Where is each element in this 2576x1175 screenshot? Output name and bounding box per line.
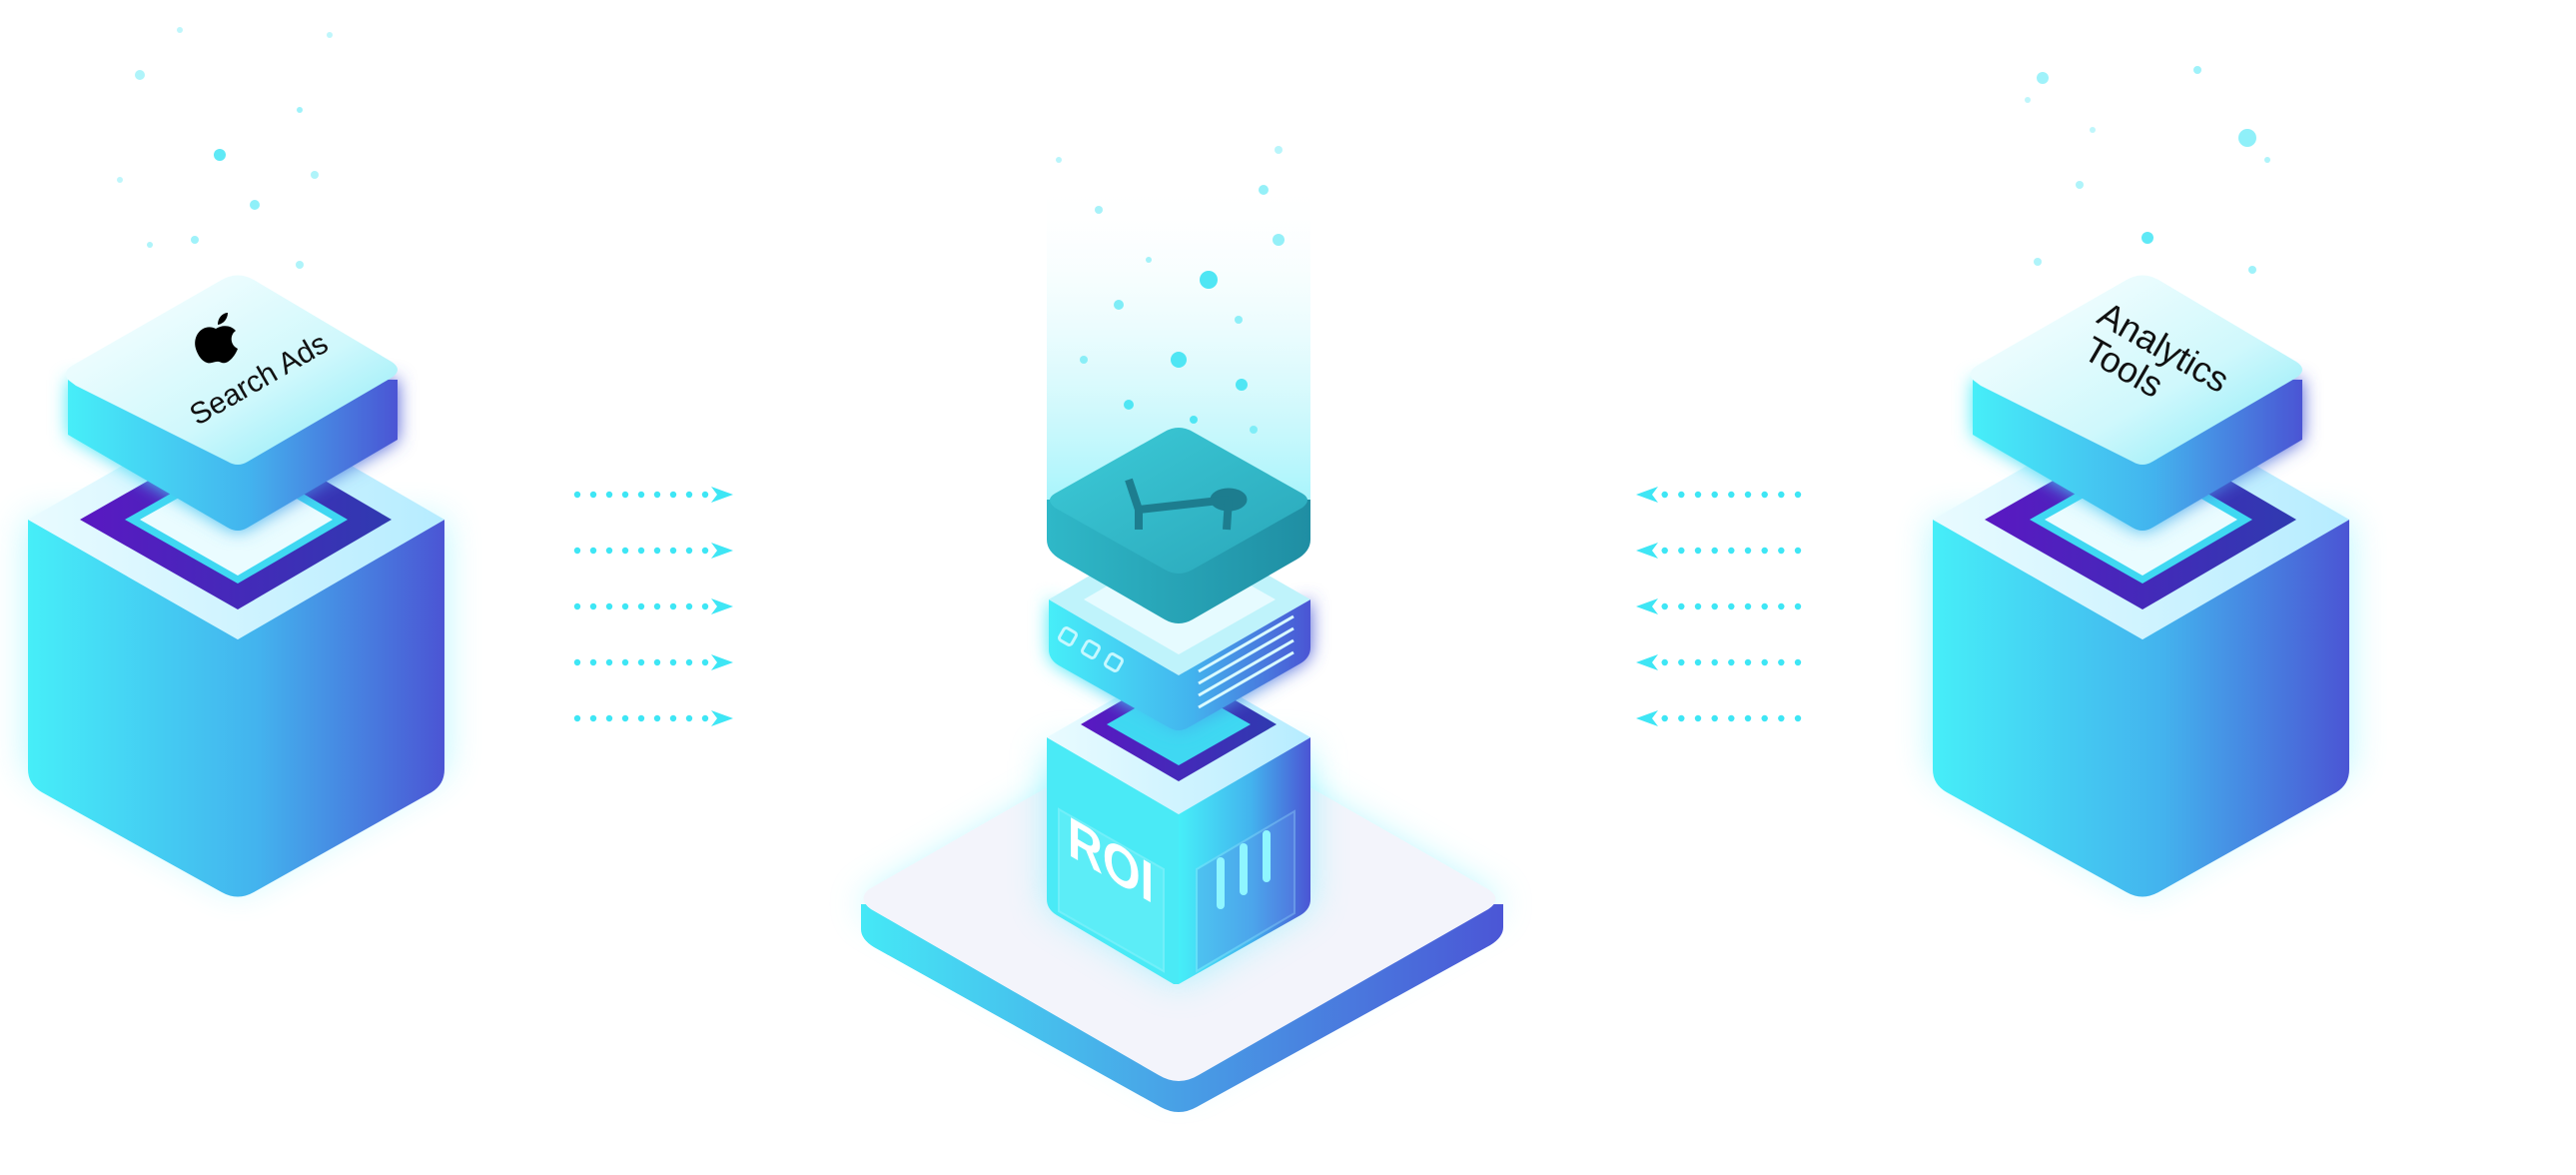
right-arrow-head-5 [1636,710,1658,726]
center-particles [1056,146,1285,459]
right-arrow-group [1636,487,1802,726]
server-layer [1049,599,1310,730]
left-cube-side [28,520,444,897]
left-arrow-1 [573,487,733,503]
right-arrow-head-3 [1636,598,1658,614]
left-arrow-group [573,487,733,726]
left-block: Search Ads [28,27,444,897]
roi-cube-left [1047,737,1179,984]
left-arrow-5 [573,710,733,726]
left-arrow-head-2 [711,543,733,559]
right-arrow-1 [1636,487,1802,503]
left-arrow-2 [573,543,733,559]
right-arrow-2 [1636,543,1802,559]
right-arrow-head-4 [1636,654,1658,670]
left-arrow-3 [573,598,733,614]
right-arrow-3 [1636,598,1802,614]
right-particles [2025,66,2270,274]
left-arrow-head-5 [711,710,733,726]
right-block: Analytics Tools [1933,66,2349,897]
network-tile-top [1050,428,1307,574]
right-arrow-head-2 [1636,543,1658,559]
apple-logo-icon [195,313,238,364]
network-nodes-icon [1125,478,1248,531]
center-block: ROI [859,146,1503,1112]
right-arrow-5 [1636,710,1802,726]
left-arrow-head-3 [711,598,733,614]
right-arrow-head-1 [1636,487,1658,503]
left-arrow-head-4 [711,654,733,670]
right-arrow-4 [1636,654,1802,670]
left-tile-top [65,275,398,465]
right-cube-side [1933,520,2349,897]
left-arrow-4 [573,654,733,670]
server-icon [1058,614,1294,709]
bar-lines-icon [1217,830,1271,909]
left-arrow-head-1 [711,487,733,503]
right-tile-top [1970,275,2302,465]
left-particles [117,27,333,269]
